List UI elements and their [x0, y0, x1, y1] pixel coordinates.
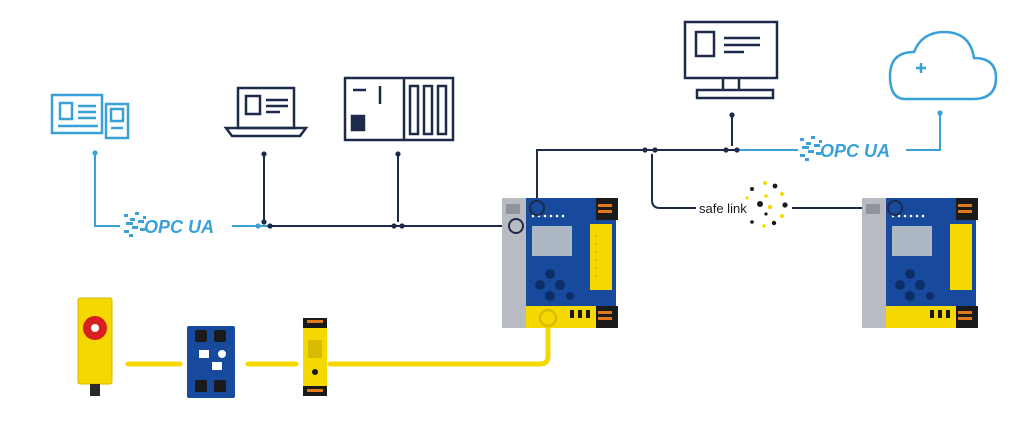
junction-dot — [395, 151, 401, 157]
emergency-stop-button — [77, 297, 113, 396]
safe-link-label: safe link — [699, 201, 747, 216]
junction-dot — [734, 147, 740, 153]
safety-relay — [303, 318, 327, 396]
safety-connections — [125, 315, 551, 367]
junction-dots — [261, 112, 740, 229]
ethernet-connections — [263, 115, 890, 227]
junction-dot — [391, 223, 397, 229]
ethernet-bus-top — [536, 149, 735, 206]
opc-line-cloud — [906, 113, 941, 151]
ethernet-safe-branch — [651, 154, 696, 209]
safe-link-ring-icon — [745, 181, 788, 228]
junction-dot — [723, 147, 729, 153]
laptop-icon — [223, 86, 309, 138]
controller-port-ring — [508, 218, 524, 234]
junction-dot — [261, 219, 267, 225]
opc-ua-logo-left: OPC UA — [124, 212, 214, 237]
safety-controller-remote — [862, 198, 978, 328]
junction-dot — [261, 151, 267, 157]
hmi-tablet-icon — [50, 93, 130, 140]
junction-dot — [92, 150, 98, 156]
opc-line-tablet — [94, 153, 120, 227]
opc-ua-connections — [94, 113, 941, 227]
safety-controller-main — [502, 198, 618, 328]
opc-junction-dots — [92, 110, 943, 229]
junction-dot — [937, 110, 943, 116]
opc-ua-label-right: OPC UA — [820, 141, 890, 161]
controller-safety-port-ring — [538, 308, 558, 328]
controller-port-ring — [529, 200, 545, 216]
plc-rack-icon — [343, 76, 455, 142]
opc-ua-logo-right: OPC UA — [800, 136, 890, 161]
cloud-icon — [888, 30, 998, 101]
junction-dot — [652, 147, 658, 153]
opc-ua-label-left: OPC UA — [144, 217, 214, 237]
safety-line-relay-controller — [327, 315, 551, 367]
junction-dot — [267, 223, 273, 229]
controller-port-ring — [887, 200, 903, 216]
junction-dot — [255, 223, 261, 229]
junction-dot — [729, 112, 735, 118]
desktop-monitor-icon — [683, 20, 779, 100]
junction-dot — [642, 147, 648, 153]
junction-dot — [399, 223, 405, 229]
io-module — [187, 326, 235, 398]
